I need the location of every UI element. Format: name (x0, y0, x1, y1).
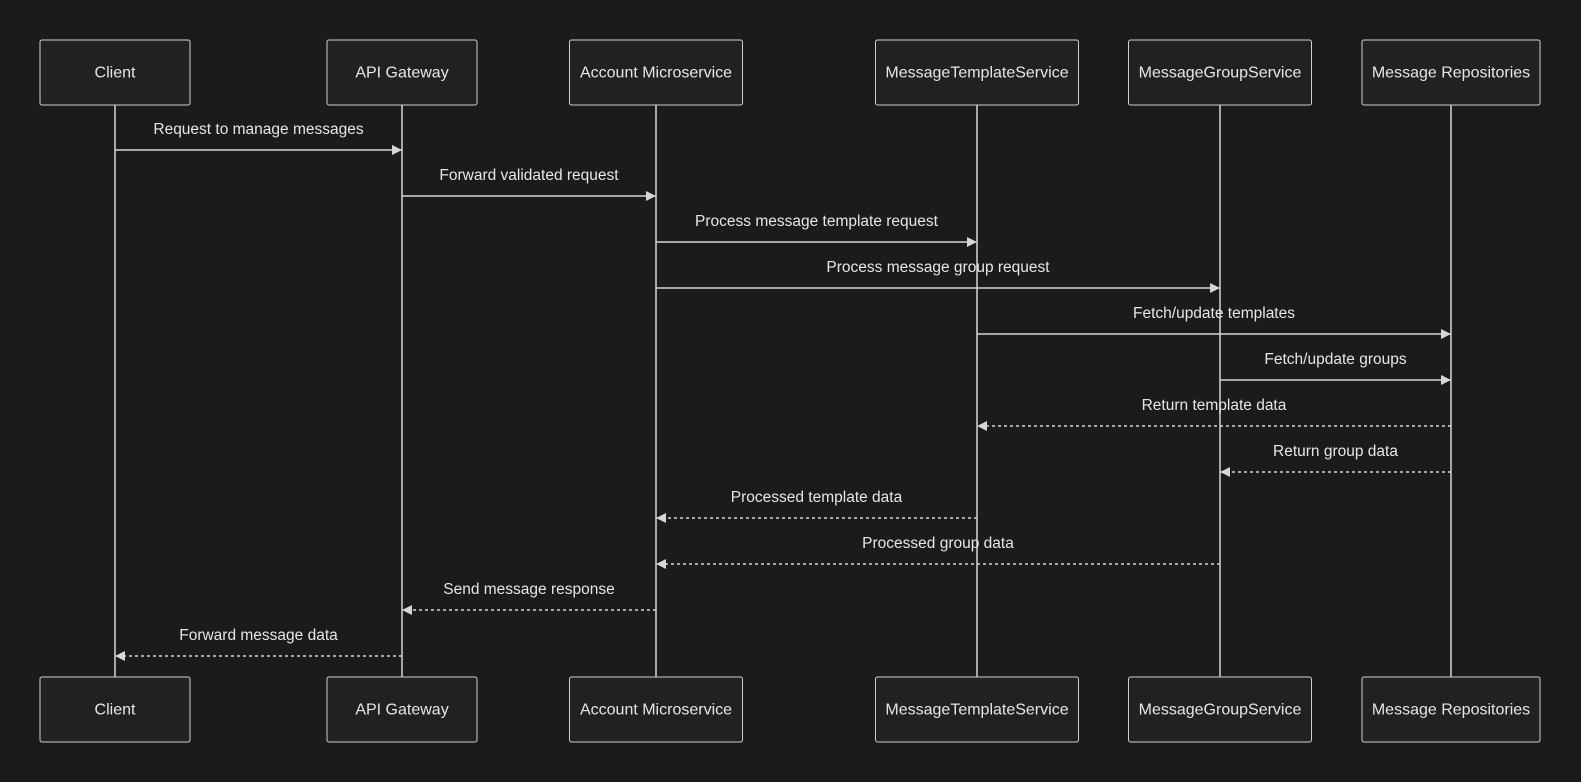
participant-label: API Gateway (355, 702, 448, 719)
message-8: Return group data (1220, 443, 1451, 477)
participant-box (1128, 676, 1312, 743)
message-label: Fetch/update templates (1133, 305, 1295, 322)
message-label: Request to manage messages (153, 121, 363, 138)
participant-label: Account Microservice (580, 65, 732, 82)
message-6: Fetch/update groups (1220, 351, 1451, 385)
message-11: Send message response (402, 581, 656, 615)
participant-label: Message Repositories (1372, 702, 1530, 719)
participant-box (326, 39, 478, 106)
message-label: Forward validated request (439, 167, 619, 184)
participant-group-top: MessageGroupService (1128, 39, 1312, 106)
participant-box (875, 676, 1079, 743)
participant-group-bottom: MessageGroupService (1128, 676, 1312, 743)
message-label: Fetch/update groups (1264, 351, 1406, 368)
participant-template-bottom: MessageTemplateService (875, 676, 1079, 743)
participant-label: MessageTemplateService (885, 65, 1068, 82)
participant-box (569, 39, 743, 106)
participant-account-bottom: Account Microservice (569, 676, 743, 743)
message-3: Process message template request (656, 213, 977, 247)
participant-box (39, 39, 191, 106)
participant-box (326, 676, 478, 743)
message-label: Processed group data (862, 535, 1014, 552)
message-4: Process message group request (656, 259, 1220, 293)
message-10: Processed group data (656, 535, 1220, 569)
message-label: Process message template request (695, 213, 939, 230)
participant-box (39, 676, 191, 743)
participant-gateway-top: API Gateway (326, 39, 478, 106)
message-7: Return template data (977, 397, 1451, 431)
participant-label: Account Microservice (580, 702, 732, 719)
participant-box (1361, 676, 1541, 743)
participant-gateway-bottom: API Gateway (326, 676, 478, 743)
message-label: Send message response (443, 581, 614, 598)
message-label: Processed template data (731, 489, 903, 506)
participant-label: API Gateway (355, 65, 448, 82)
participant-template-top: MessageTemplateService (875, 39, 1079, 106)
participant-repos-top: Message Repositories (1361, 39, 1541, 106)
message-5: Fetch/update templates (977, 305, 1451, 339)
participant-label: MessageTemplateService (885, 702, 1068, 719)
participant-client-top: Client (39, 39, 191, 106)
participant-box (875, 39, 1079, 106)
participant-label: MessageGroupService (1139, 65, 1302, 82)
message-label: Forward message data (179, 627, 338, 644)
participant-box (569, 676, 743, 743)
participant-box (1361, 39, 1541, 106)
participant-client-bottom: Client (39, 676, 191, 743)
participant-account-top: Account Microservice (569, 39, 743, 106)
participant-repos-bottom: Message Repositories (1361, 676, 1541, 743)
participant-box (1128, 39, 1312, 106)
message-9: Processed template data (656, 489, 977, 523)
message-12: Forward message data (115, 627, 402, 661)
message-2: Forward validated request (402, 167, 656, 201)
participant-label: Client (95, 65, 136, 82)
participant-label: Client (95, 702, 136, 719)
message-label: Process message group request (826, 259, 1050, 276)
participant-label: Message Repositories (1372, 65, 1530, 82)
message-label: Return template data (1142, 397, 1287, 414)
message-label: Return group data (1273, 443, 1398, 460)
message-1: Request to manage messages (115, 121, 402, 155)
participant-label: MessageGroupService (1139, 702, 1302, 719)
